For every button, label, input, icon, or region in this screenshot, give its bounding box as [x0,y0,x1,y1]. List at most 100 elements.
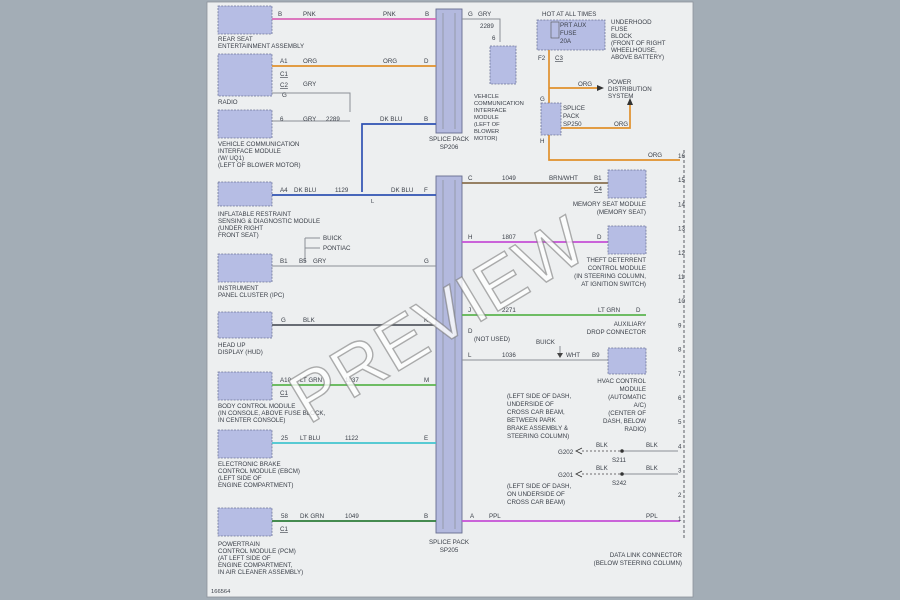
svg-text:DISPLAY (HUD): DISPLAY (HUD) [218,349,263,356]
wire-memory-brnwht: C 1049 BRN/WHT B1 C4 [462,175,608,193]
svg-text:REAR SEAT: REAR SEAT [218,36,253,43]
svg-text:(W/ UQ1): (W/ UQ1) [218,155,244,162]
svg-text:LT GRN: LT GRN [300,377,322,384]
wire-bcm-ltgrn: A10 LT GRN 1037 M C1 [272,377,436,397]
svg-text:6: 6 [280,116,284,123]
svg-text:2289: 2289 [326,116,340,123]
svg-text:ELECTRONIC BRAKE: ELECTRONIC BRAKE [218,461,281,468]
svg-text:C: C [468,175,473,182]
svg-text:DATA LINK CONNECTOR: DATA LINK CONNECTOR [610,552,683,559]
splice-pack-sp250: G H SPLICE PACK SP250 ORG ORG POWER DIST… [540,50,680,161]
figure-id: 166564 [211,589,231,595]
svg-text:PPL: PPL [489,513,501,520]
dlc-pin-5: 5 [678,419,682,426]
wire-sp206-gry-2289: G GRY 2289 6 [462,11,501,42]
svg-text:1049: 1049 [502,175,516,182]
svg-text:A10: A10 [280,377,292,384]
svg-text:L: L [371,199,375,205]
svg-text:BLK: BLK [646,442,659,449]
dlc-pin-10: 10 [678,298,685,305]
svg-text:ORG: ORG [648,152,662,159]
svg-text:GRY: GRY [478,11,491,18]
svg-text:FRONT SEAT): FRONT SEAT) [218,232,259,239]
svg-text:G: G [540,96,545,103]
svg-text:C2: C2 [280,82,288,89]
svg-text:BETWEEN PARK: BETWEEN PARK [507,417,557,424]
svg-text:G: G [424,258,429,265]
svg-text:RADIO): RADIO) [624,426,646,433]
dlc-pin-13: 13 [678,226,685,233]
svg-text:D: D [468,328,473,335]
wire-sdm-dkblu: DK BLU B A4 DK BLU 1129 DK BLU F L [272,116,436,205]
svg-text:E: E [424,435,428,442]
svg-text:STEERING COLUMN): STEERING COLUMN) [507,433,569,440]
svg-text:(UNDER RIGHT: (UNDER RIGHT [218,225,263,232]
ground-g202: (LEFT SIDE OF DASH, UNDERSIDE OF CROSS C… [507,393,678,464]
svg-text:HOT AT ALL TIMES: HOT AT ALL TIMES [542,11,596,18]
svg-text:B5: B5 [299,258,307,265]
svg-text:INFLATABLE RESTRAINT: INFLATABLE RESTRAINT [218,211,291,218]
svg-text:ON UNDERSIDE OF: ON UNDERSIDE OF [507,491,565,498]
svg-text:MOTOR): MOTOR) [474,136,497,142]
svg-text:BLOCK: BLOCK [611,33,633,40]
svg-text:G: G [282,92,287,99]
svg-text:PANEL CLUSTER (IPC): PANEL CLUSTER (IPC) [218,292,284,299]
svg-text:AT IGNITION SWITCH): AT IGNITION SWITCH) [581,281,646,288]
dlc-pin-11: 11 [678,274,685,281]
svg-text:(IN CONSOLE, ABOVE FUSE BLOCK,: (IN CONSOLE, ABOVE FUSE BLOCK, [218,410,326,417]
svg-text:(LEFT OF BLOWER MOTOR): (LEFT OF BLOWER MOTOR) [218,162,301,169]
svg-text:BRAKE ASSEMBLY &: BRAKE ASSEMBLY & [507,425,569,432]
svg-text:ENTERTAINMENT ASSEMBLY: ENTERTAINMENT ASSEMBLY [218,43,304,50]
svg-text:SP250: SP250 [563,121,582,128]
svg-text:(MEMORY SEAT): (MEMORY SEAT) [597,209,646,216]
svg-text:A/C): A/C) [634,402,646,409]
svg-text:B9: B9 [592,352,600,359]
wire-hvac-wht: BUICK L 1036 WHT B9 [462,339,608,361]
svg-text:1037: 1037 [345,377,359,384]
svg-text:25: 25 [281,435,288,442]
module-memory-seat: MEMORY SEAT MODULE (MEMORY SEAT) [573,169,647,216]
dlc-pin-1: 1 [678,516,682,523]
svg-text:RADIO: RADIO [218,99,238,106]
svg-text:DK BLU: DK BLU [391,187,413,194]
svg-text:C4: C4 [594,186,602,193]
svg-text:HEAD UP: HEAD UP [218,342,246,349]
svg-text:BUICK: BUICK [323,235,343,242]
svg-text:ENGINE COMPARTMENT,: ENGINE COMPARTMENT, [218,562,293,569]
svg-text:(CENTER OF: (CENTER OF [608,410,646,417]
wire-hud-blk: G BLK K [272,317,436,326]
sp206-label-1: SPLICE PACK [429,136,470,143]
wire-ipc-gry: BUICK PONTIAC B1 B5 GRY G [272,235,436,267]
sp206-label-2: SP206 [440,144,459,151]
module-vcim-left: VEHICLE COMMUNICATION INTERFACE MODULE (… [217,109,301,169]
module-bcm: BODY CONTROL MODULE (IN CONSOLE, ABOVE F… [217,371,326,424]
svg-text:S242: S242 [612,480,627,487]
svg-text:G201: G201 [558,472,574,479]
svg-text:UNDERHOOD: UNDERHOOD [611,19,652,26]
svg-text:IN AIR CLEANER ASSEMBLY): IN AIR CLEANER ASSEMBLY) [218,569,303,576]
wire-dlc-ppl: A PPL PPL [462,513,680,522]
svg-text:G: G [281,317,286,324]
svg-text:(IN STEERING COLUMN,: (IN STEERING COLUMN, [574,273,646,280]
svg-text:PONTIAC: PONTIAC [323,245,351,252]
svg-text:LT GRN: LT GRN [598,307,620,314]
svg-text:2289: 2289 [480,23,494,30]
svg-text:C1: C1 [280,390,288,397]
svg-text:B: B [424,116,428,123]
svg-text:SENSING & DIAGNOSTIC MODULE: SENSING & DIAGNOSTIC MODULE [218,218,320,225]
svg-text:BLK: BLK [646,465,659,472]
svg-text:(FRONT OF RIGHT: (FRONT OF RIGHT [611,40,666,47]
svg-text:SYSTEM: SYSTEM [608,93,633,100]
svg-text:GRY: GRY [313,258,326,265]
svg-text:PNK: PNK [303,11,317,18]
svg-text:B1: B1 [280,258,288,265]
svg-text:2271: 2271 [502,307,516,314]
svg-text:F: F [424,187,428,194]
wire-ebcm-ltblu: 25 LT BLU 1122 E [272,435,436,444]
svg-text:PRT AUX: PRT AUX [560,22,586,29]
svg-text:DK BLU: DK BLU [294,187,316,194]
svg-text:A4: A4 [280,187,288,194]
svg-text:DK GRN: DK GRN [300,513,324,520]
svg-text:K: K [424,317,429,324]
svg-text:BLOWER: BLOWER [474,129,499,135]
